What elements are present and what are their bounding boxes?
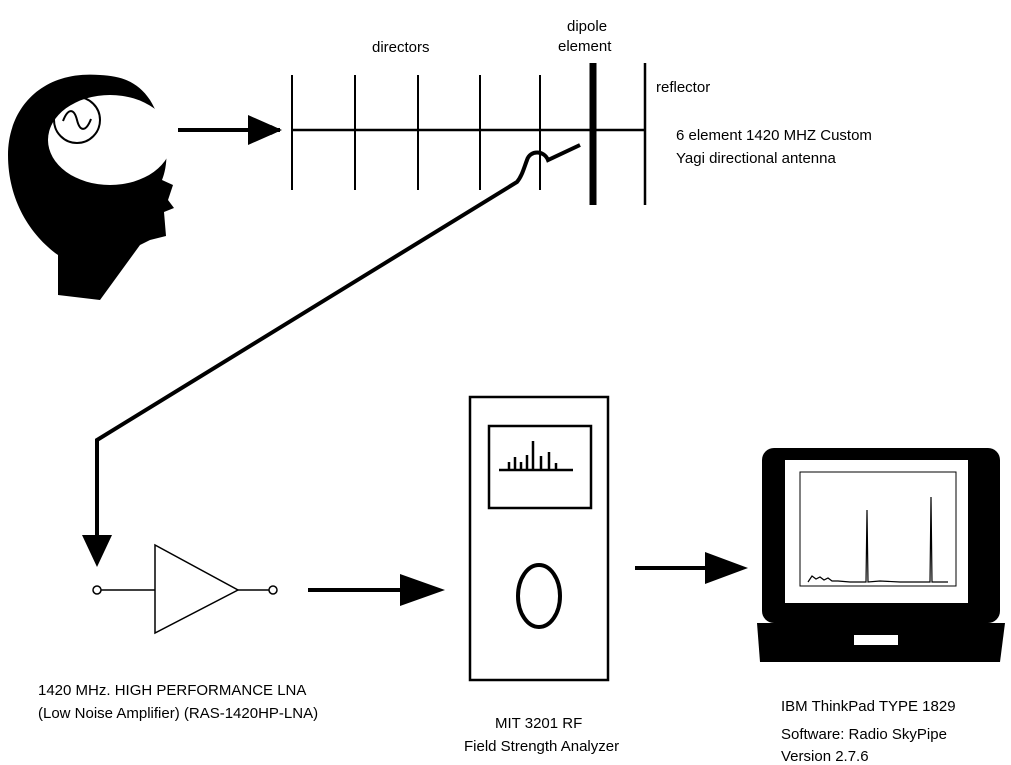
lna-label-line1: 1420 MHz. HIGH PERFORMANCE LNA bbox=[38, 682, 306, 699]
analyzer-label-line1: MIT 3201 RF bbox=[495, 715, 582, 732]
analyzer-dial-knob bbox=[516, 563, 562, 629]
antenna-description-line2: Yagi directional antenna bbox=[676, 150, 836, 167]
reflector-label: reflector bbox=[656, 79, 710, 96]
laptop-label-line1: IBM ThinkPad TYPE 1829 bbox=[781, 698, 956, 715]
dipole-label-line2: element bbox=[558, 38, 612, 55]
laptop-label-line3: Version 2.7.6 bbox=[781, 748, 869, 765]
brain-area bbox=[48, 95, 172, 185]
feed-cable bbox=[95, 143, 581, 555]
lna-input-terminal bbox=[92, 585, 102, 595]
lna-amplifier-icon bbox=[92, 543, 278, 635]
laptop-label-line2: Software: Radio SkyPipe bbox=[781, 726, 947, 743]
dipole-label-line1: dipole bbox=[567, 18, 607, 35]
yagi-antenna bbox=[291, 63, 647, 205]
laptop-icon bbox=[757, 448, 1005, 662]
amplifier-triangle bbox=[154, 543, 240, 635]
lna-label-line2: (Low Noise Amplifier) (RAS-1420HP-LNA) bbox=[38, 705, 318, 722]
thought-waveform-icon bbox=[53, 96, 101, 144]
field-strength-analyzer-icon bbox=[468, 395, 610, 682]
spectrum-trace bbox=[807, 496, 948, 583]
analyzer-label-line2: Field Strength Analyzer bbox=[464, 738, 619, 755]
directors-label: directors bbox=[372, 39, 430, 56]
lna-output-terminal bbox=[268, 585, 278, 595]
antenna-description-line1: 6 element 1420 MHZ Custom bbox=[676, 127, 872, 144]
human-head-icon bbox=[8, 74, 174, 301]
laptop-touchpad bbox=[854, 635, 898, 645]
